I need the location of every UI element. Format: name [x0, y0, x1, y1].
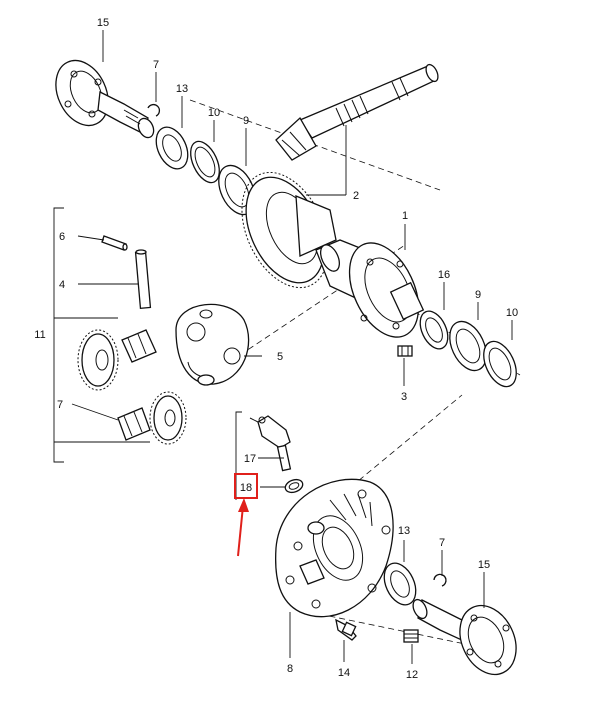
- part-4-shaft: [134, 249, 152, 310]
- axis-line-lower: [299, 609, 471, 646]
- callout-7-left: 7: [57, 399, 63, 411]
- callout-5: 5: [277, 351, 283, 363]
- callout-13-bottom: 13: [398, 525, 410, 537]
- callout-10-top: 10: [208, 107, 220, 119]
- callout-7-bottom: 7: [439, 537, 445, 549]
- part-11-side-gear: [77, 329, 119, 391]
- part-7-circlip-bottom: [433, 573, 447, 587]
- callout-15-top: 15: [97, 17, 109, 29]
- callout-9-top: 9: [243, 115, 249, 127]
- part-11-side-gear-lower: [149, 391, 187, 445]
- part-1-differential-carrier: [315, 239, 425, 338]
- leader-6: [77, 235, 105, 241]
- part-3-bolt: [397, 345, 413, 357]
- callout-18: 18: [240, 482, 252, 494]
- part-10-ring-mid: [483, 340, 517, 388]
- part-15-flange-top: [55, 59, 155, 139]
- callout-1: 1: [402, 210, 408, 222]
- part-13-seal-top: [155, 126, 189, 170]
- part-18-o-ring: [284, 478, 304, 494]
- part-12-plug: [403, 629, 419, 643]
- group-11-bracket: [53, 207, 64, 463]
- callout-13-top: 13: [176, 83, 188, 95]
- callout-14: 14: [338, 667, 350, 679]
- callout-12: 12: [406, 669, 418, 681]
- leader-7-left: [71, 403, 119, 421]
- callout-17: 17: [244, 453, 256, 465]
- part-7-spider-gear-lower: [117, 407, 151, 441]
- part-15-flange-bottom: [412, 598, 517, 676]
- part-14-bolt: [335, 618, 357, 641]
- part-2-ring-gear: [241, 171, 337, 289]
- callout-2: 2: [353, 190, 359, 202]
- part-2-pinion-shaft: [275, 63, 439, 161]
- part-7-circlip-top: [147, 104, 160, 117]
- part-13-seal-bottom: [383, 562, 417, 606]
- callout-4: 4: [59, 279, 65, 291]
- part-8-housing-cover: [274, 478, 394, 618]
- part-10-ring-top: [190, 140, 220, 184]
- callout-8: 8: [287, 663, 293, 675]
- part-11-spider-gear-upper: [121, 329, 157, 363]
- part-6-pin: [101, 235, 128, 251]
- highlight-arrow-shaft: [237, 505, 244, 557]
- callout-6: 6: [59, 231, 65, 243]
- part-5-diff-cage: [175, 303, 250, 386]
- callout-11: 11: [34, 329, 45, 341]
- part-16-ring-mid: [419, 310, 449, 350]
- group-17-bracket: [235, 411, 242, 500]
- highlight-arrow-head: [238, 498, 249, 512]
- highlight-box-18: [234, 473, 258, 499]
- callout-15-bottom: 15: [478, 559, 490, 571]
- callout-9-mid: 9: [475, 289, 481, 301]
- callout-16: 16: [438, 269, 450, 281]
- callout-7-top: 7: [153, 59, 159, 71]
- callout-10-mid: 10: [506, 307, 518, 319]
- callout-3: 3: [401, 391, 407, 403]
- part-9-bearing-mid: [449, 320, 487, 372]
